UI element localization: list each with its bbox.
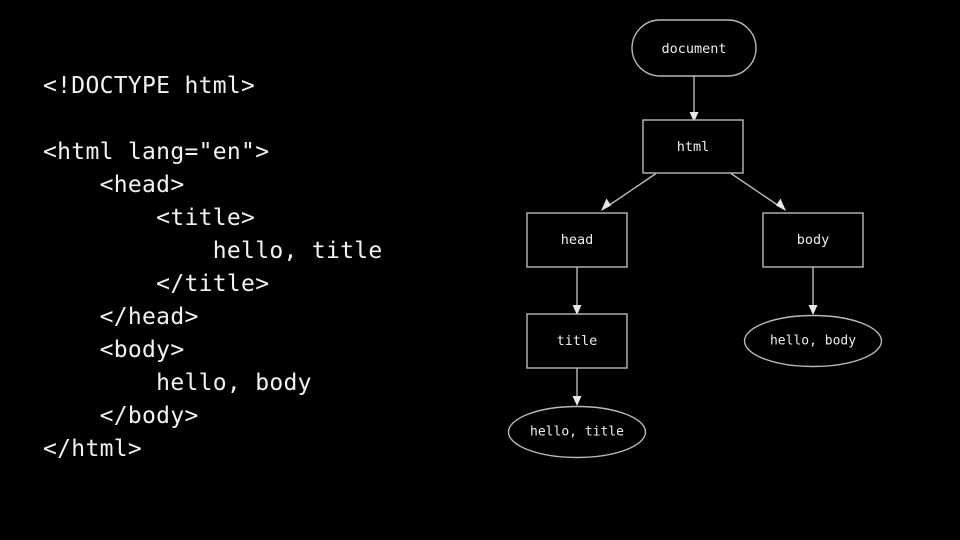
dom-tree-diagram: document html head body title — [480, 0, 960, 540]
code-line: hello, body — [43, 370, 312, 396]
node-title-label: title — [557, 333, 598, 349]
edge-html-body — [730, 172, 786, 211]
node-head[interactable]: head — [526, 212, 628, 268]
node-hello-title[interactable]: hello, title — [507, 405, 647, 459]
node-title[interactable]: title — [526, 313, 628, 369]
code-line: <body> — [43, 337, 185, 363]
code-line: </head> — [43, 304, 199, 330]
node-body-label: body — [797, 232, 830, 248]
diagram-nodes: document html head body title — [507, 19, 883, 459]
edge-body-hello-body — [808, 267, 818, 315]
edge-document-html — [689, 76, 699, 122]
edge-html-head — [601, 172, 657, 211]
node-document-label: document — [661, 41, 726, 57]
code-line: hello, title — [43, 238, 383, 264]
node-body[interactable]: body — [762, 212, 864, 268]
node-html[interactable]: html — [642, 119, 744, 174]
code-line: </html> — [43, 436, 143, 462]
edge-title-hello-title — [572, 368, 582, 406]
node-hello-body[interactable]: hello, body — [743, 314, 883, 368]
node-document[interactable]: document — [631, 19, 757, 77]
code-line: </body> — [43, 403, 199, 429]
edge-head-title — [572, 267, 582, 315]
code-line: </title> — [43, 271, 270, 297]
node-hello-body-label: hello, body — [770, 334, 856, 349]
node-hello-title-label: hello, title — [530, 425, 624, 440]
code-line: <!DOCTYPE html> — [43, 73, 256, 99]
code-line-blank — [43, 103, 473, 136]
code-line: <head> — [43, 172, 185, 198]
diagram-edges — [572, 76, 818, 406]
code-line: <html lang="en"> — [43, 139, 270, 165]
html-code-listing: <!DOCTYPE html> <html lang="en"> <head> … — [43, 70, 473, 466]
node-head-label: head — [561, 232, 594, 248]
node-html-label: html — [677, 139, 710, 155]
code-line: <title> — [43, 205, 256, 231]
